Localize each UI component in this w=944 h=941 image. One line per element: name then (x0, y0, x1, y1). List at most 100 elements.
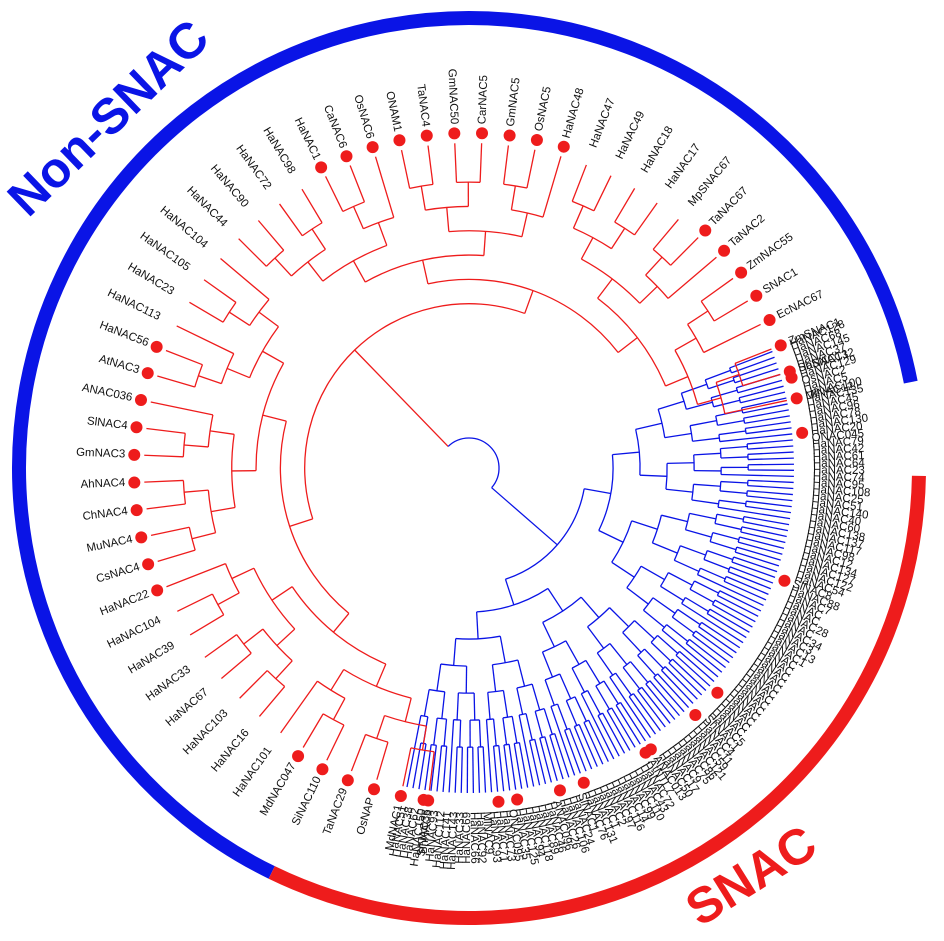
tree-branch (574, 696, 587, 722)
tree-branch (220, 652, 252, 680)
tree-branch (580, 237, 594, 260)
tree-branch (719, 433, 793, 443)
tree-branch (476, 611, 479, 639)
leaf-label: HaNAC25 (811, 490, 864, 506)
tree-branch (559, 673, 572, 700)
leaf-marker (790, 392, 803, 405)
leaf-label: HaNAC141 (438, 811, 454, 870)
tree-branch (603, 680, 619, 705)
tree-branch (744, 415, 790, 424)
tree-branch (265, 249, 285, 267)
tree-branch (479, 143, 483, 183)
leaf-label: HaNAC101 (231, 745, 274, 799)
tree-branch (448, 719, 455, 793)
tree-branch (188, 527, 196, 551)
tree-branch (707, 550, 733, 561)
tree-branch (430, 745, 437, 791)
tree-branch (700, 300, 715, 322)
tree-branch (184, 489, 209, 493)
tree-branch (650, 634, 659, 643)
tree-branch (649, 680, 680, 717)
leaf-marker (530, 133, 543, 146)
tree-branch (226, 367, 250, 379)
tree-branch (610, 227, 626, 250)
tree-branch (606, 707, 613, 712)
tree-branch (332, 613, 350, 633)
leaf-label: HaNAC42 (812, 443, 864, 458)
tree-branch (626, 565, 642, 589)
tree-branch (747, 479, 794, 484)
tree-branch (228, 311, 251, 326)
leaf-label: HaNAC113 (105, 287, 162, 323)
tree-branch (634, 620, 655, 640)
tree-branch (741, 526, 787, 538)
leaf-label: OsNAP (355, 796, 377, 836)
tree-branch (611, 707, 636, 748)
tree-branch (460, 747, 463, 793)
tree-branch (712, 532, 740, 541)
tree-branch (279, 203, 303, 237)
tree-branch (632, 693, 661, 732)
tree-branch (583, 719, 589, 724)
tree-branch (657, 673, 690, 709)
tree-branch (510, 185, 516, 210)
tree-branch (653, 676, 685, 713)
tree-branch (622, 667, 641, 690)
tree-branch (503, 743, 510, 746)
leaf-marker (292, 750, 305, 763)
tree-branch (410, 747, 435, 753)
tree-branch (503, 145, 510, 185)
tree-branch (668, 662, 703, 696)
tree-branch (661, 514, 688, 523)
tree-branch (710, 389, 738, 399)
tree-branch (513, 743, 523, 789)
tree-branch (514, 741, 520, 745)
leaf-label: HaNAC64 (813, 457, 866, 470)
leaf-marker (135, 531, 148, 544)
tree-branch (400, 149, 411, 189)
leaf-label: HaNAC143 (446, 811, 460, 870)
tree-branch (739, 385, 784, 399)
tree-branch (166, 562, 226, 588)
tree-branch (516, 687, 524, 715)
tree-branch (729, 350, 773, 369)
leaf-marker (778, 574, 791, 587)
tree-branch (681, 383, 708, 394)
tree-branch (150, 526, 190, 536)
tree-branch (720, 456, 748, 459)
leaf-label: SNAC1 (761, 266, 800, 296)
leaf-marker (128, 476, 141, 489)
tree-branch (499, 636, 506, 663)
tree-branch (146, 427, 186, 434)
tree-branch (644, 648, 664, 669)
tree-branch (543, 708, 553, 735)
tree-branch (692, 634, 730, 664)
tree-branch (709, 608, 750, 633)
tree-branch (597, 715, 620, 757)
tree-branch (572, 205, 584, 229)
tree-branch (729, 566, 774, 584)
tree-branch (637, 686, 643, 692)
leaf-label: BnNAC5 (418, 809, 435, 855)
tree-branch (737, 536, 741, 543)
tree-branch (422, 260, 429, 285)
leaf-label: HaNAC73 (500, 809, 517, 862)
leaf-marker (316, 763, 329, 776)
snac-ring (268, 475, 926, 925)
leaf-label: ZmNAC55 (745, 231, 796, 272)
tree-branch (641, 686, 671, 724)
leaf-label: SlNAC4 (86, 415, 129, 432)
tree-branch (745, 427, 792, 435)
tree-branch (743, 417, 746, 424)
leaf-marker (476, 127, 489, 140)
leaf-label: ONAM1 (383, 90, 403, 133)
tree-branch (377, 222, 388, 246)
tree-branch (698, 626, 737, 654)
tree-branch (350, 734, 367, 772)
leaf-label: HaNAC95 (812, 477, 864, 491)
tree-branch (571, 667, 586, 693)
tree-branch (519, 712, 527, 716)
leaf-label: HaNAC92 (474, 812, 488, 864)
tree-branch (720, 445, 748, 450)
tree-branch (289, 518, 313, 527)
